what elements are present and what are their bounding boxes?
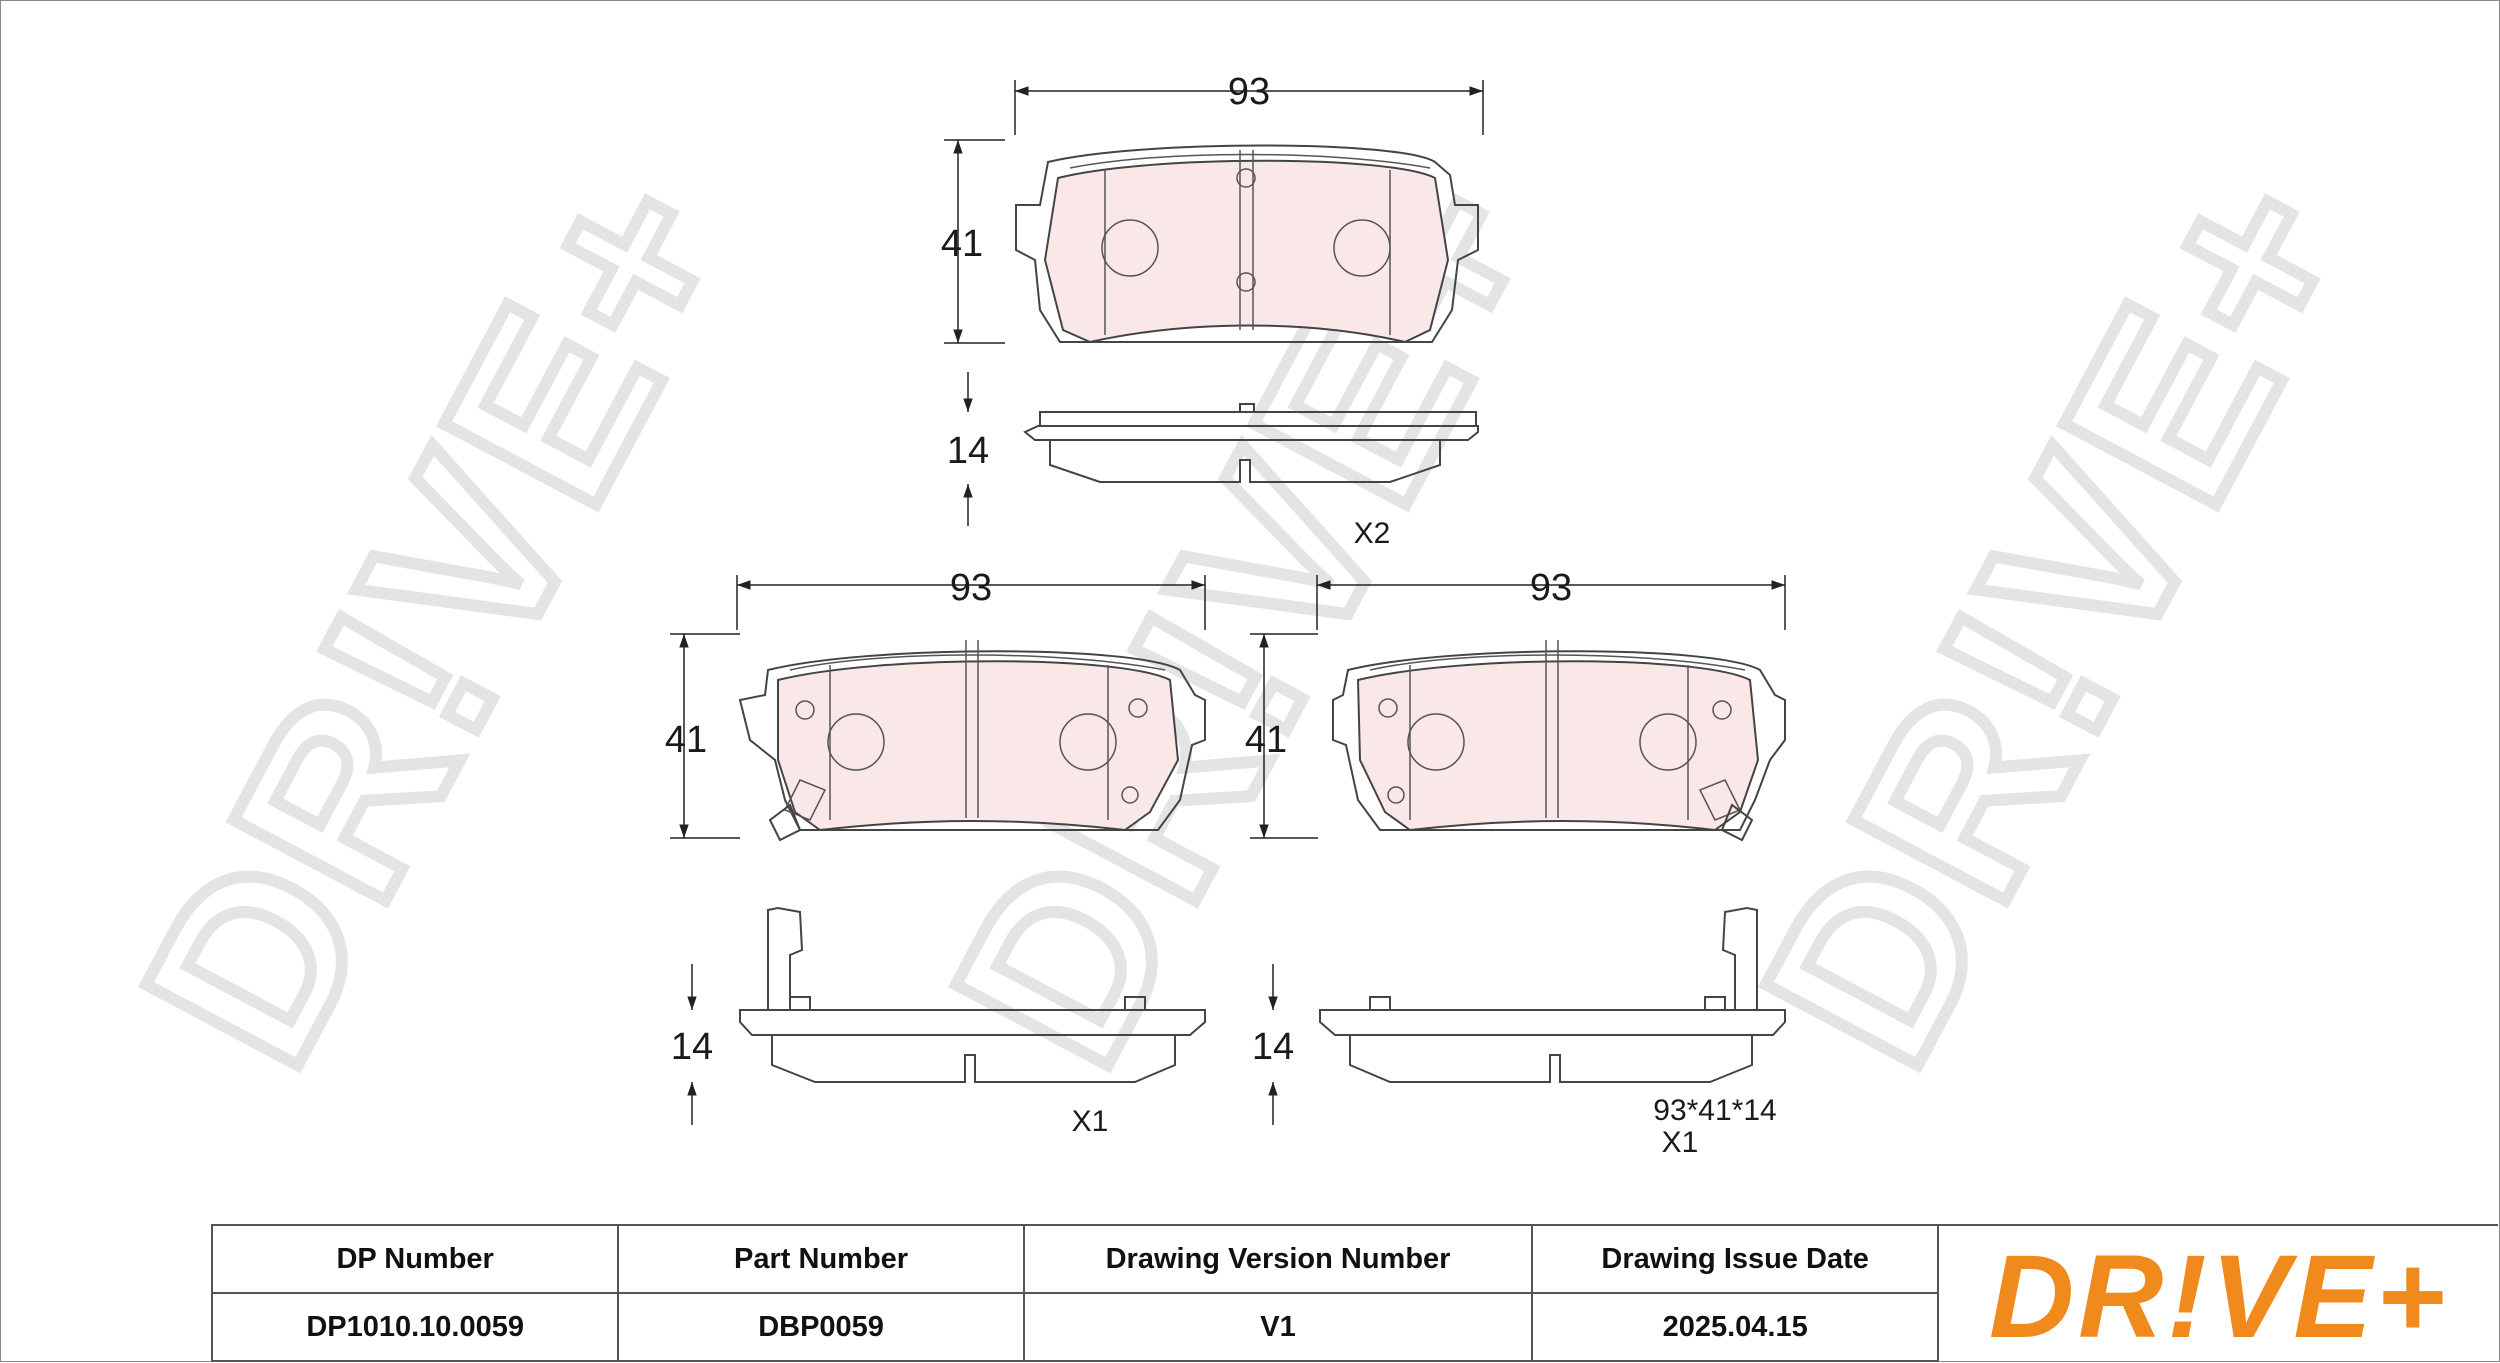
drawing-version-header: Drawing Version Number (1022, 1224, 1534, 1294)
right-pad-front-view (1332, 640, 1786, 842)
top-thickness-label: 14 (947, 430, 989, 472)
top-pad-side-view (1023, 403, 1479, 483)
right-pad-side-view (1319, 906, 1786, 1083)
title-block: DP Number Part Number Drawing Version Nu… (210, 1224, 1939, 1362)
drawing-issue-date-value: 2025.04.15 (1531, 1292, 1939, 1362)
top-pad-front-view (1015, 144, 1479, 344)
dp-number-value: DP1010.10.0059 (210, 1292, 620, 1362)
watermark-left: DR!VE+ (90, 126, 787, 1104)
right-width-label: 93 (1530, 567, 1572, 609)
drawing-issue-date-header: Drawing Issue Date (1531, 1224, 1939, 1294)
right-quantity-label: X1 (1662, 1126, 1699, 1159)
drawing-version-value: V1 (1022, 1292, 1534, 1362)
left-quantity-label: X1 (1072, 1105, 1109, 1138)
right-size-label: 93*41*14 (1653, 1094, 1776, 1127)
brand-logo: DR!VE+ (1988, 1235, 2448, 1355)
top-width-label: 93 (1228, 71, 1270, 113)
left-thickness-label: 14 (671, 1026, 713, 1068)
left-pad-side-view (739, 906, 1206, 1083)
title-block-header-row: DP Number Part Number Drawing Version Nu… (210, 1224, 1939, 1294)
left-width-label: 93 (950, 567, 992, 609)
top-quantity-label: X2 (1354, 517, 1391, 550)
watermark-right: DR!VE+ (1710, 126, 2407, 1104)
brand-logo-box: DR!VE+ (1939, 1224, 2498, 1363)
part-number-header: Part Number (617, 1224, 1025, 1294)
top-height-label: 41 (941, 223, 983, 265)
title-block-value-row: DP1010.10.0059 DBP0059 V1 2025.04.15 (210, 1292, 1939, 1362)
right-thickness-label: 14 (1252, 1026, 1294, 1068)
right-height-label: 41 (1245, 719, 1287, 761)
brand-logo-text: DR!VE+ (1988, 1235, 2448, 1355)
left-height-label: 41 (665, 719, 707, 761)
left-pad-front-view (738, 640, 1206, 842)
dp-number-header: DP Number (210, 1224, 620, 1294)
part-number-value: DBP0059 (617, 1292, 1025, 1362)
